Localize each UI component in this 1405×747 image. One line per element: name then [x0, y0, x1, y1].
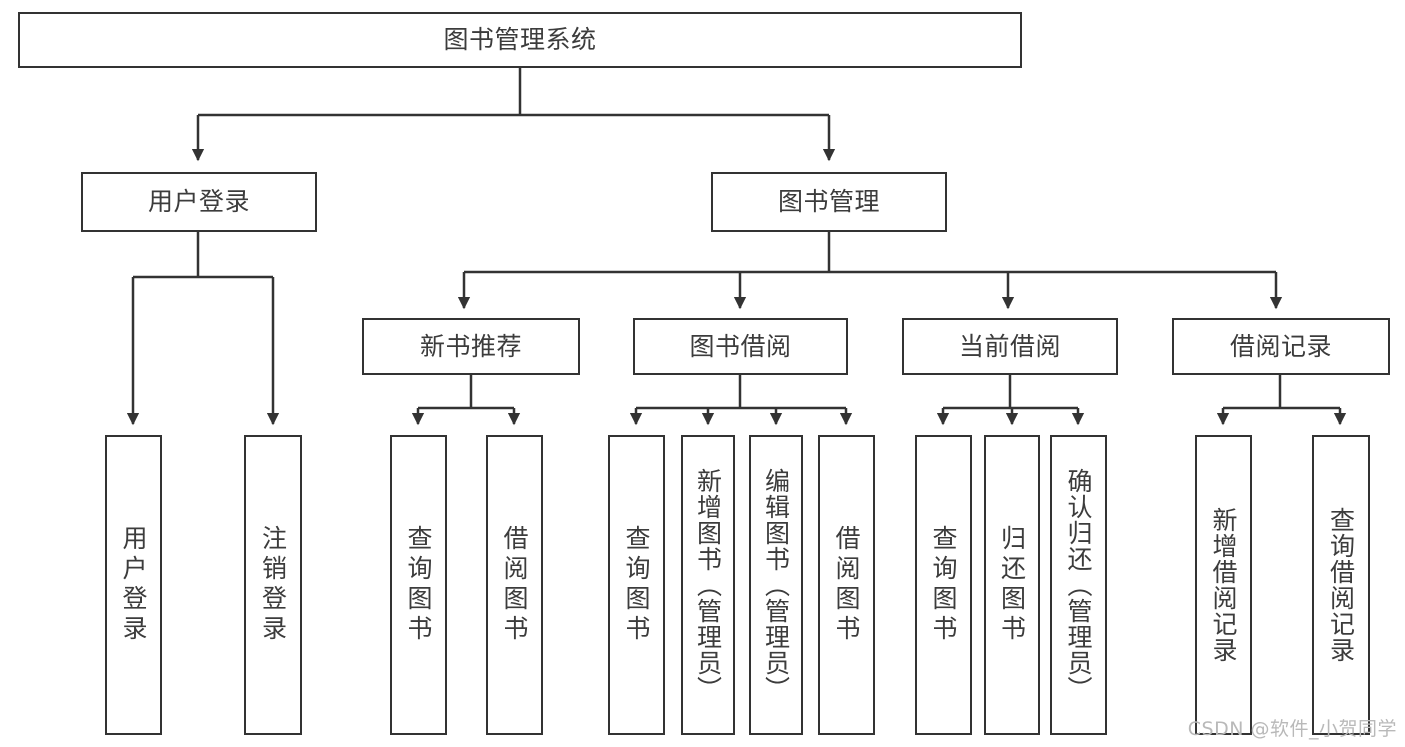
- node-label: 归还图书: [997, 525, 1027, 645]
- node-label: 查询图书: [404, 525, 433, 645]
- node-leaf-borrow-book-1[interactable]: 借阅图书: [486, 435, 543, 735]
- node-book-manage[interactable]: 图书管理: [711, 172, 947, 232]
- node-label: 图书管理系统: [443, 25, 597, 54]
- node-label: 借阅记录: [1229, 331, 1332, 361]
- node-label: 新书推荐: [419, 331, 522, 361]
- node-label: 查询图书: [622, 525, 651, 645]
- node-leaf-query-record[interactable]: 查询借阅记录: [1312, 435, 1370, 735]
- node-label: 编辑图书（管理员）: [761, 468, 791, 702]
- node-leaf-user-login[interactable]: 用户登录: [105, 435, 162, 735]
- node-leaf-return-book[interactable]: 归还图书: [984, 435, 1040, 735]
- node-label: 图书管理: [777, 187, 880, 216]
- node-leaf-confirm-return[interactable]: 确认归还（管理员）: [1050, 435, 1107, 735]
- node-borrow-record[interactable]: 借阅记录: [1172, 318, 1390, 375]
- node-label: 确认归还（管理员）: [1064, 468, 1093, 702]
- node-book-borrow[interactable]: 图书借阅: [633, 318, 848, 375]
- node-label: 借阅图书: [500, 525, 529, 645]
- node-label: 新增图书（管理员）: [693, 468, 723, 702]
- node-leaf-query-book-2[interactable]: 查询图书: [608, 435, 665, 735]
- node-label: 查询图书: [929, 525, 958, 645]
- node-label: 查询借阅记录: [1326, 507, 1356, 663]
- node-label: 当前借阅: [958, 331, 1061, 361]
- node-label: 借阅图书: [832, 525, 861, 645]
- node-label: 注销登录: [258, 525, 288, 645]
- node-leaf-logout-login[interactable]: 注销登录: [244, 435, 302, 735]
- node-user-login[interactable]: 用户登录: [81, 172, 317, 232]
- node-leaf-add-record[interactable]: 新增借阅记录: [1195, 435, 1252, 735]
- node-new-book-recommend[interactable]: 新书推荐: [362, 318, 580, 375]
- node-current-borrow[interactable]: 当前借阅: [902, 318, 1118, 375]
- node-label: 用户登录: [119, 525, 148, 645]
- watermark-text: CSDN @软件_小贺同学: [1187, 718, 1397, 740]
- node-label: 图书借阅: [689, 331, 792, 361]
- node-label: 用户登录: [147, 187, 250, 216]
- node-label: 新增借阅记录: [1209, 507, 1238, 663]
- node-leaf-borrow-book-2[interactable]: 借阅图书: [818, 435, 875, 735]
- node-leaf-add-book[interactable]: 新增图书（管理员）: [681, 435, 735, 735]
- node-leaf-query-book-3[interactable]: 查询图书: [915, 435, 972, 735]
- node-leaf-query-book-1[interactable]: 查询图书: [390, 435, 447, 735]
- node-root-system[interactable]: 图书管理系统: [18, 12, 1022, 68]
- node-leaf-edit-book[interactable]: 编辑图书（管理员）: [749, 435, 803, 735]
